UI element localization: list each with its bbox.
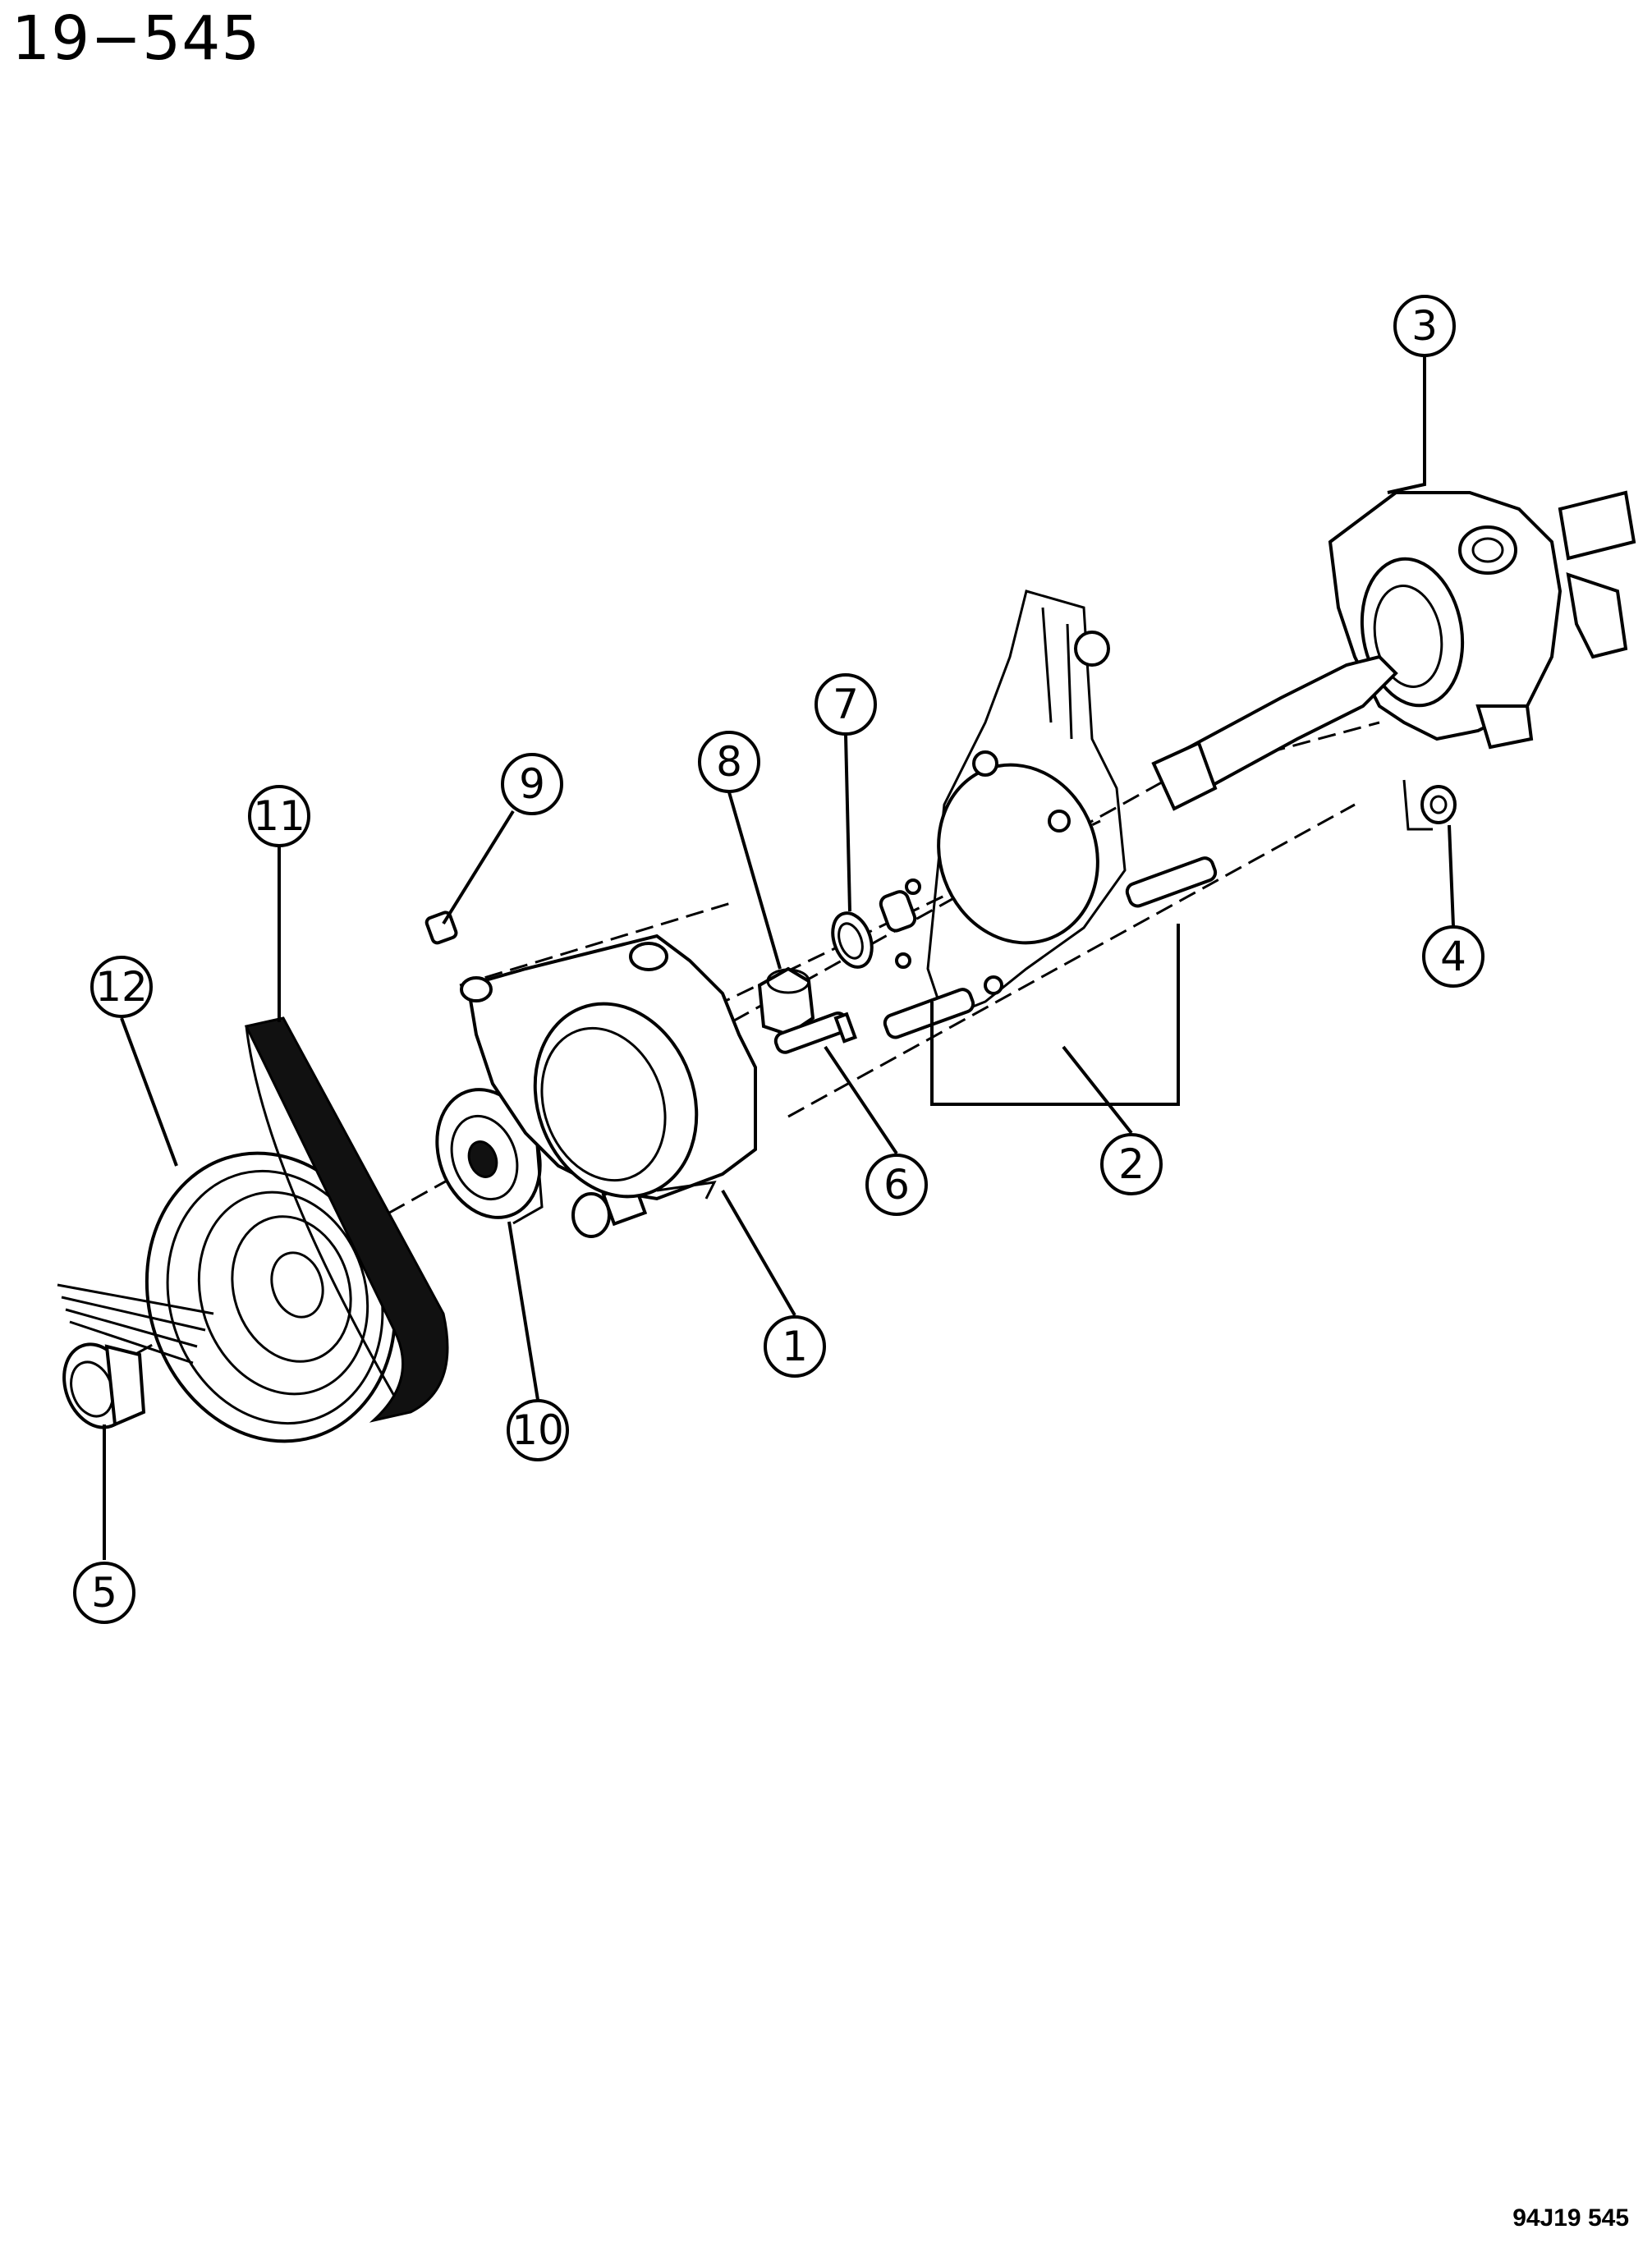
pump-housing	[460, 934, 757, 1201]
callout-label: 10	[512, 1406, 564, 1454]
fitting	[757, 966, 815, 1037]
callout-1: 1	[764, 1315, 826, 1378]
callout-9: 9	[501, 753, 563, 815]
pin	[773, 1012, 857, 1054]
callout-label: 11	[253, 792, 305, 840]
callout-8: 8	[698, 731, 760, 793]
drive-belt	[244, 1016, 449, 1423]
callout-3: 3	[1393, 295, 1456, 357]
figure-code: 94J19 545	[1512, 2204, 1629, 2232]
plug	[424, 911, 458, 945]
engine-plate	[926, 589, 1127, 1020]
callout-label: 9	[519, 760, 545, 808]
callout-label: 3	[1411, 302, 1438, 350]
callout-label: 12	[95, 963, 148, 1011]
callout-5: 5	[73, 1562, 135, 1624]
power-steering-pump	[1151, 490, 1636, 811]
callout-label: 2	[1118, 1140, 1145, 1188]
callout-4: 4	[1422, 925, 1485, 988]
spring	[879, 878, 921, 969]
studs	[883, 856, 1218, 1106]
pulley-nut	[62, 1342, 146, 1429]
page-number: 19−545	[11, 3, 261, 74]
callout-10: 10	[507, 1399, 569, 1461]
callout-label: 6	[883, 1161, 910, 1209]
leader-lines	[103, 353, 1455, 1560]
callout-label: 7	[833, 681, 859, 728]
callout-label: 8	[716, 738, 742, 786]
callout-6: 6	[865, 1154, 928, 1216]
o-ring	[831, 911, 874, 969]
callout-label: 1	[782, 1323, 808, 1370]
callout-label: 4	[1440, 933, 1466, 980]
callout-7: 7	[815, 673, 877, 736]
bearing	[435, 1088, 544, 1225]
pump-nut	[1402, 779, 1457, 831]
callout-11: 11	[248, 785, 310, 847]
callout-label: 5	[91, 1569, 117, 1617]
callout-2: 2	[1100, 1133, 1163, 1195]
callout-12: 12	[90, 956, 153, 1018]
